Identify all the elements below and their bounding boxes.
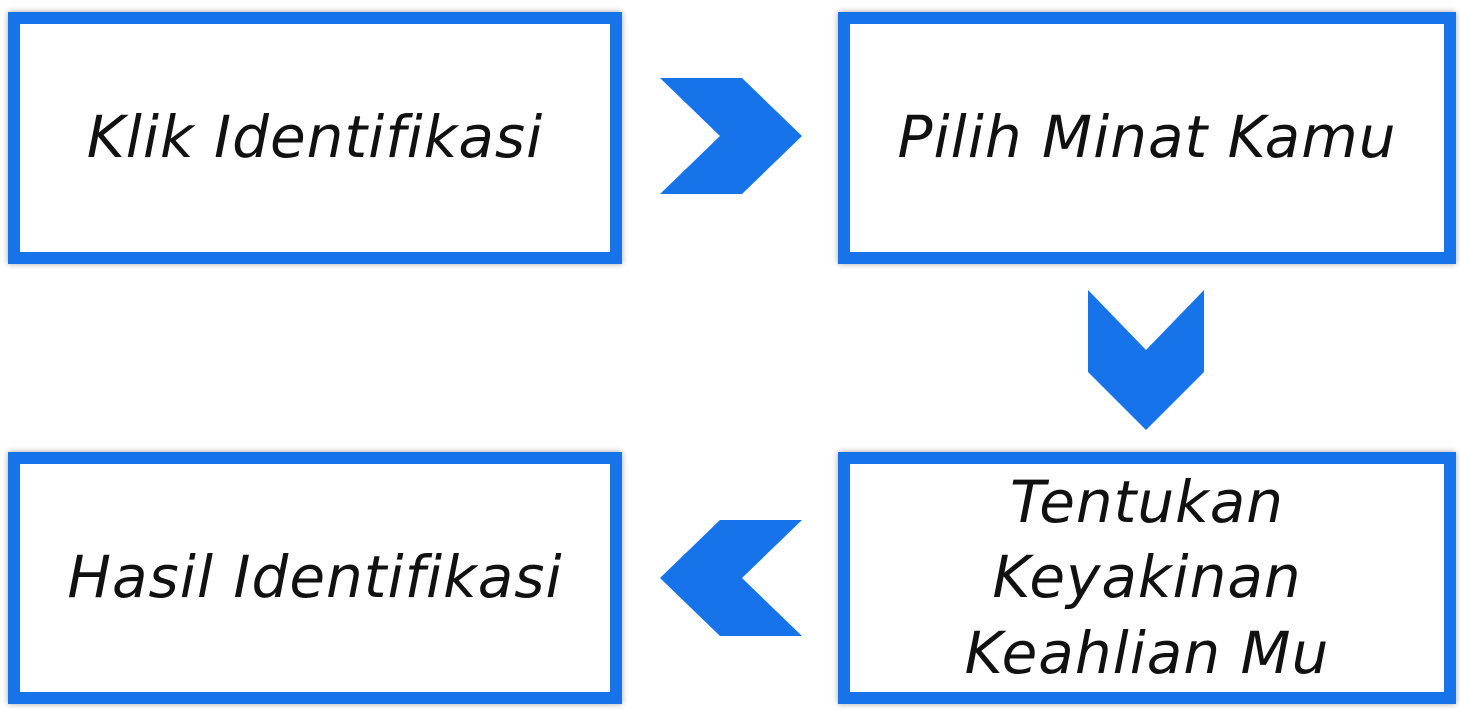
step-label: Klik Identifikasi — [86, 103, 544, 172]
step-label: Hasil Identifikasi — [67, 543, 563, 612]
step-box-pilih-minat: Pilih Minat Kamu — [838, 12, 1456, 264]
step-label: Tentukan Keyakinan Keahlian Mu — [964, 467, 1330, 687]
chevron-down-icon — [1088, 290, 1204, 430]
step-box-klik-identifikasi: Klik Identifikasi — [8, 12, 622, 264]
chevron-right-icon — [660, 78, 802, 194]
step-box-hasil-identifikasi: Hasil Identifikasi — [8, 452, 622, 704]
step-box-tentukan-keyakinan: Tentukan Keyakinan Keahlian Mu — [838, 452, 1456, 704]
chevron-left-icon — [660, 520, 802, 636]
step-label: Pilih Minat Kamu — [897, 103, 1397, 172]
